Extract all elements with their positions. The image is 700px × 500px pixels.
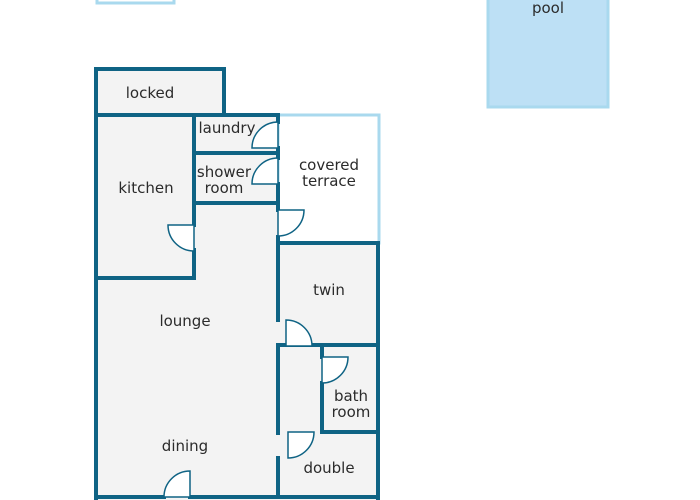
door-bath-room bbox=[321, 356, 349, 384]
door-shower-room bbox=[251, 157, 279, 185]
room-label-pool: pool bbox=[532, 0, 564, 17]
room-label-shower-room-line2: room bbox=[205, 179, 244, 197]
room-label-covered-terrace-line2: terrace bbox=[302, 172, 356, 190]
room-label-shower-room-line1: shower bbox=[197, 163, 252, 181]
room-label-locked: locked bbox=[126, 84, 175, 102]
room-label-kitchen: kitchen bbox=[118, 179, 173, 197]
room-label-dining: dining bbox=[162, 437, 208, 455]
door-terrace bbox=[277, 209, 305, 237]
door-double bbox=[287, 431, 315, 459]
room-label-covered-terrace-line1: covered bbox=[299, 156, 359, 174]
room-label-laundry: laundry bbox=[199, 119, 256, 137]
door-twin bbox=[285, 319, 313, 347]
walls bbox=[94, 67, 380, 500]
pool bbox=[486, 0, 610, 109]
door-laundry bbox=[251, 121, 279, 149]
outdoor-area-top-left bbox=[95, 0, 176, 5]
room-label-bath-room-line2: room bbox=[332, 403, 371, 421]
room-label-bath-room-line1: bath bbox=[334, 387, 368, 405]
door-kitchen bbox=[167, 224, 195, 252]
room-label-twin: twin bbox=[313, 281, 345, 299]
house-floor bbox=[96, 69, 378, 500]
door-main-entrance bbox=[163, 470, 191, 498]
doors bbox=[163, 121, 349, 498]
room-label-double: double bbox=[303, 459, 354, 477]
room-label-lounge: lounge bbox=[159, 312, 210, 330]
